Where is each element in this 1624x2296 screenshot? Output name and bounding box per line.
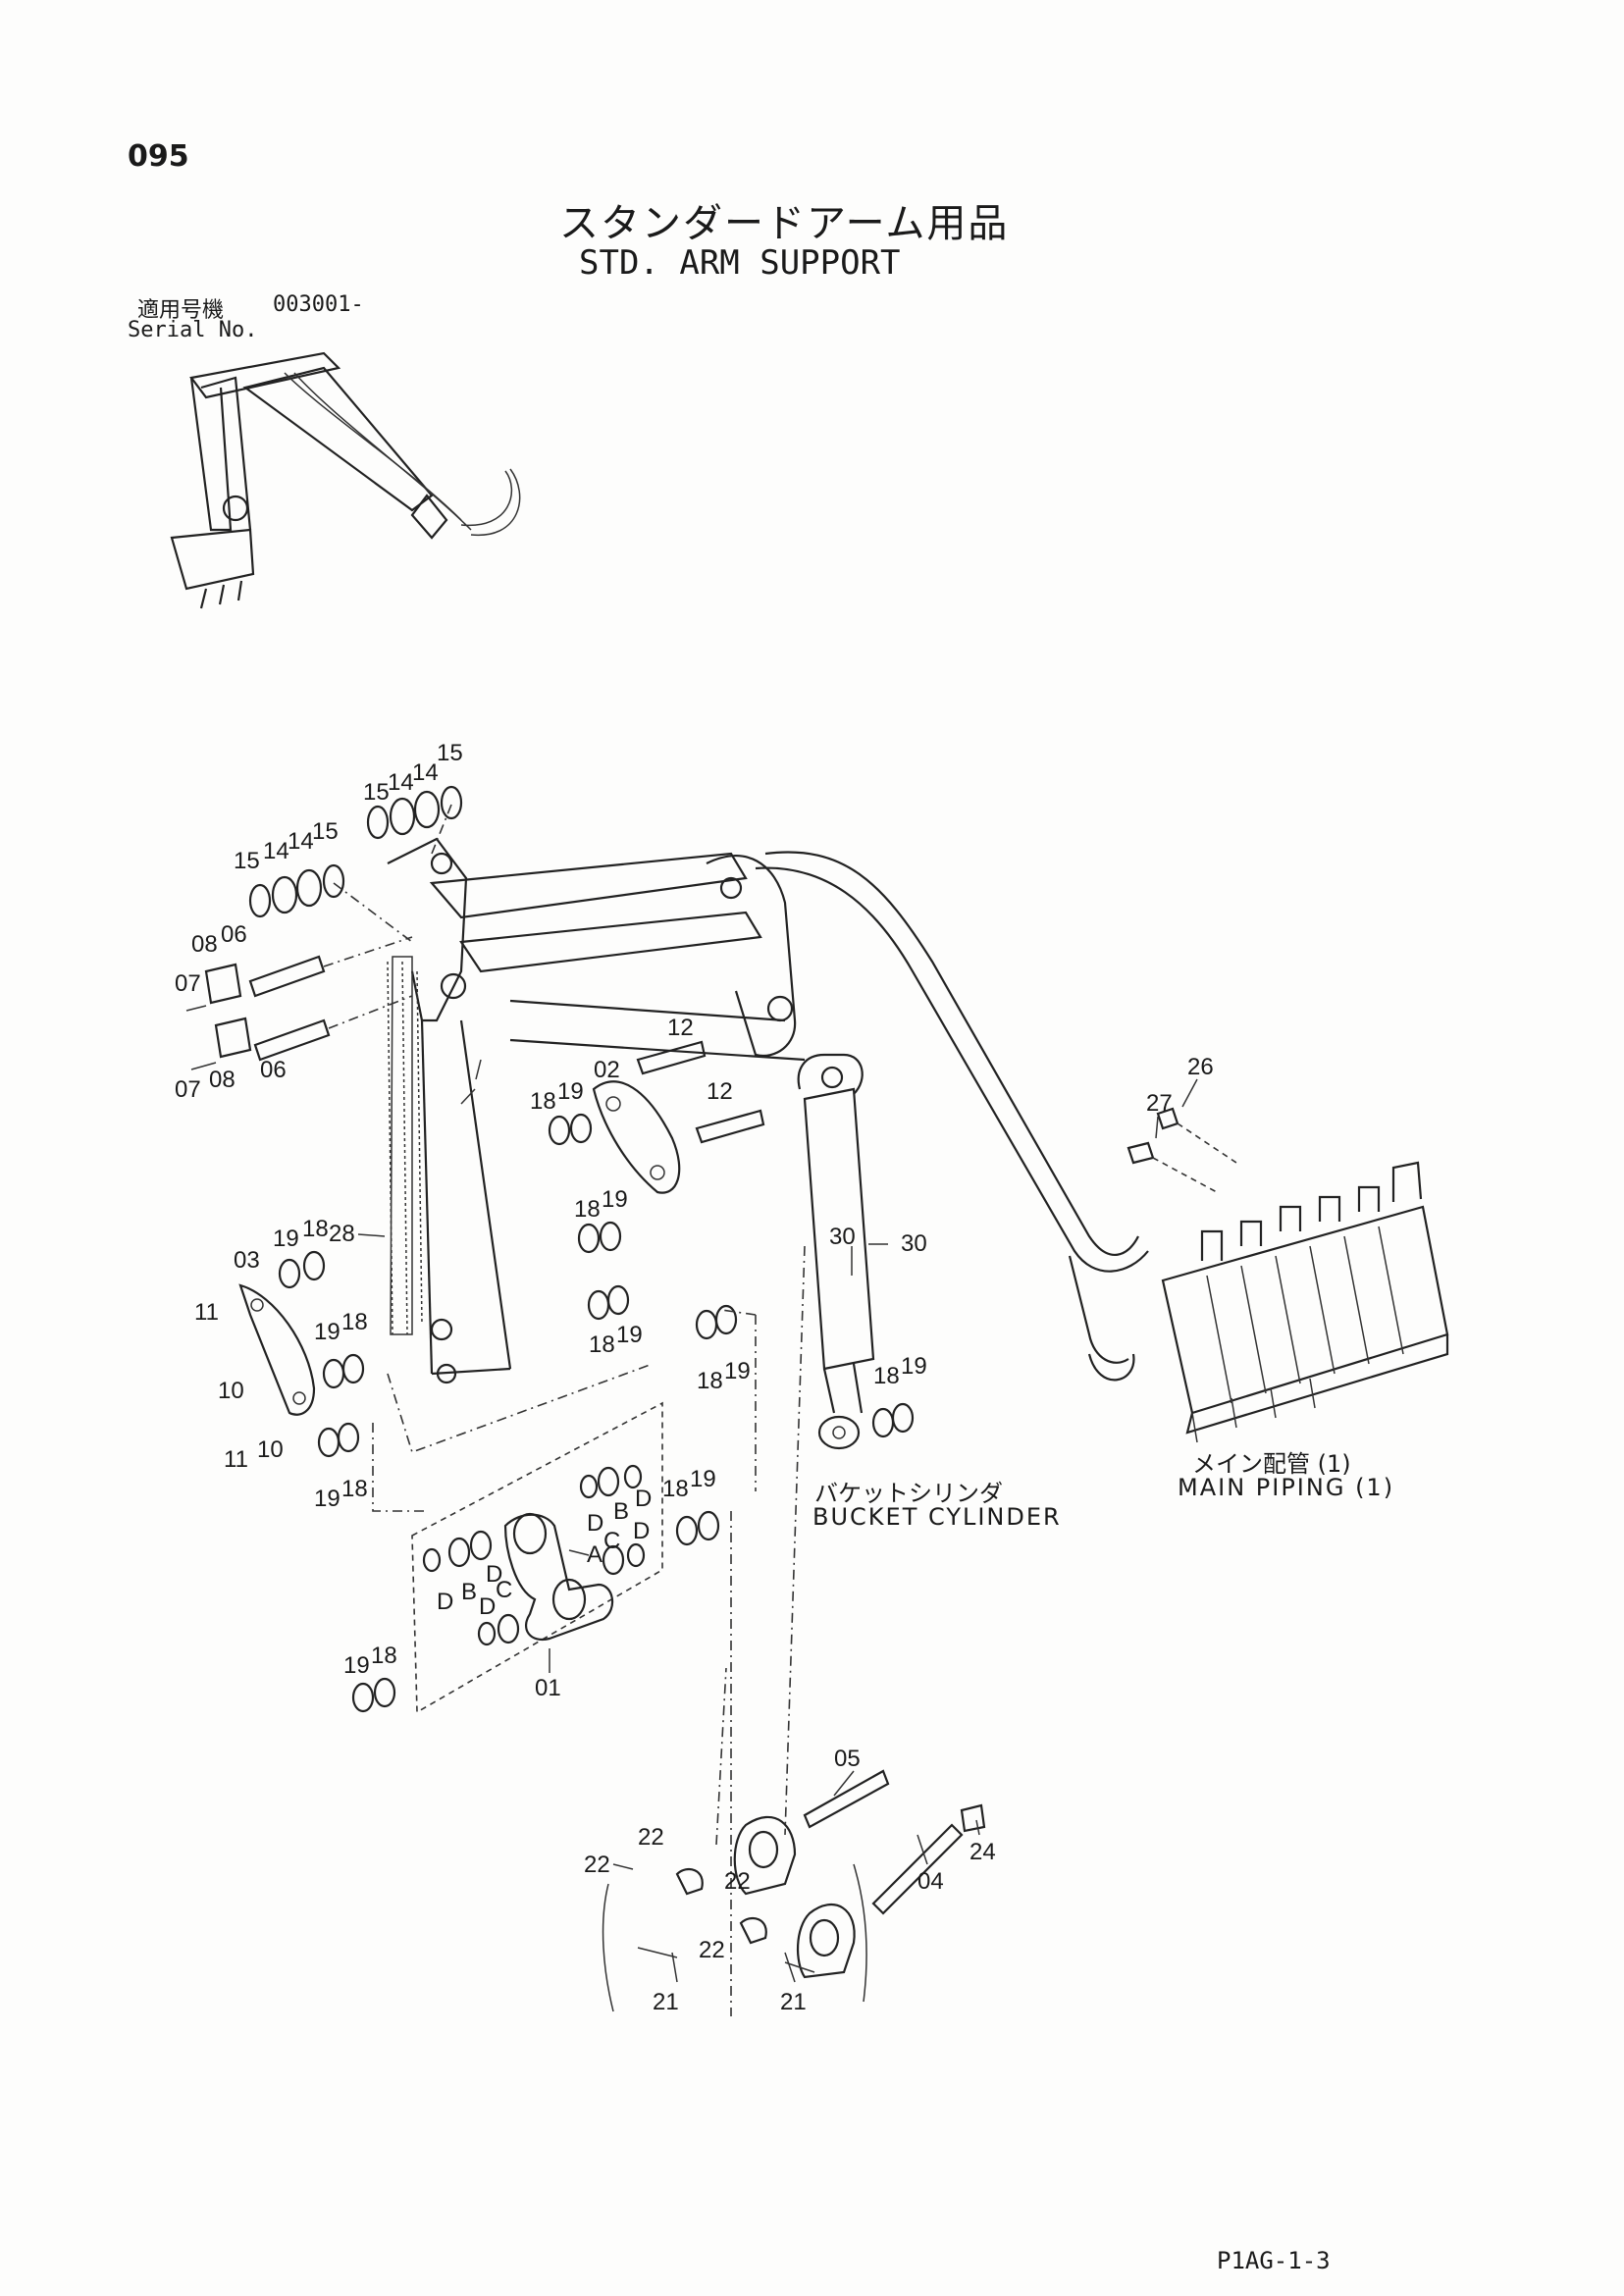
washer-stack-upper [248,785,463,918]
part-label: 19 [343,1652,370,1679]
link-01-assembly [411,1401,663,1714]
part-label: 07 [175,1076,201,1103]
part-label: 22 [699,1937,725,1963]
bucket-cylinder [797,1053,875,1450]
part-label: 18 [697,1368,723,1394]
title-english: STD. ARM SUPPORT [579,243,901,283]
part-label: 02 [594,1057,620,1083]
part-label: 18 [589,1331,615,1358]
part-label: 19 [602,1186,628,1213]
part-label: 19 [557,1078,584,1105]
part-label: 27 [1146,1090,1173,1117]
part-label: D [633,1518,650,1544]
part-label: 14 [412,759,439,786]
part-label: 06 [221,921,247,948]
part-label: 18 [302,1216,329,1242]
part-label: 11 [194,1299,219,1326]
part-label: B [613,1498,629,1525]
main-piping-label-english: MAIN PIPING (1) [1178,1474,1395,1501]
part-label: 19 [314,1319,341,1345]
serial-label-english: Serial No. [128,318,258,342]
part-label: C [496,1577,512,1603]
part-label: 18 [341,1476,368,1502]
part-label: D [486,1561,502,1588]
part-label: 11 [224,1446,248,1473]
page-number: 095 [128,139,189,174]
part-label: 24 [969,1839,996,1865]
part-label: 18 [873,1363,900,1389]
part-label: 15 [312,818,339,845]
bucket-cylinder-label-english: BUCKET CYLINDER [812,1503,1062,1531]
part-label: D [479,1593,496,1620]
part-label: D [587,1510,603,1537]
part-label: 04 [917,1868,944,1895]
part-label: C [603,1528,620,1554]
title-japanese: スタンダードアーム用品 [559,201,1010,246]
part-label: 10 [257,1436,284,1463]
part-label: 18 [530,1088,556,1115]
part-label: 15 [437,740,463,766]
bucket-linkage-lower [372,1245,986,2016]
part-label: 14 [388,769,414,796]
part-label: 19 [901,1353,927,1380]
part-label: 22 [724,1868,751,1895]
footer-page-code: P1AG-1-3 [1217,2247,1331,2274]
part-label: D [635,1486,652,1512]
part-label: 19 [314,1486,341,1512]
part-label: 12 [707,1078,733,1105]
hose-fittings [1126,1107,1237,1193]
part-label: D [437,1589,453,1615]
part-label: 07 [175,970,201,997]
part-label: 14 [263,838,289,864]
part-label: 05 [834,1746,861,1772]
part-label: 08 [209,1067,236,1093]
part-label: B [461,1579,477,1605]
main-piping-label-japanese: メイン配管 (1) [1192,1450,1351,1478]
part-label: 06 [260,1057,287,1083]
part-label: 18 [574,1196,601,1223]
thumbnail-excavator-arm [170,351,521,609]
serial-label-japanese: 適用号機 [137,298,225,323]
bucket-cylinder-label-japanese: バケットシリンダ [814,1480,1003,1507]
pins-and-plates [185,804,452,1070]
part-label: 03 [234,1247,260,1274]
serial-value: 003001- [273,292,364,317]
part-label: 18 [662,1476,689,1502]
part-label: 22 [638,1824,664,1851]
part-label: 10 [218,1378,244,1404]
part-label: 19 [616,1322,643,1348]
part-number-labels: 15 14 14 15 15 14 14 15 08 06 07 07 08 0… [175,740,1214,2015]
part-label: 28 [329,1221,355,1247]
part-label: 19 [273,1226,299,1252]
part-label: 19 [724,1358,751,1384]
part-label: 21 [780,1989,807,2015]
main-arm-assembly [387,837,1149,1384]
part-label: 22 [584,1852,610,1878]
control-valve-block [1161,1161,1449,1443]
leader-lines [357,1059,1198,1983]
part-label: 08 [191,931,218,958]
part-label: 30 [901,1230,927,1257]
part-label: 26 [1187,1054,1214,1080]
part-label: 30 [829,1224,856,1250]
part-label: 14 [288,828,314,855]
part-label: 18 [371,1643,397,1669]
part-label: 21 [653,1989,679,2015]
part-label: 12 [667,1015,694,1041]
part-label: 19 [690,1466,716,1492]
part-label: 18 [341,1309,368,1335]
part-label: A [587,1541,602,1568]
part-label: 15 [234,848,260,874]
part-label: 01 [535,1675,561,1701]
part-label: 15 [363,779,390,806]
links-and-pins [238,1040,915,1713]
